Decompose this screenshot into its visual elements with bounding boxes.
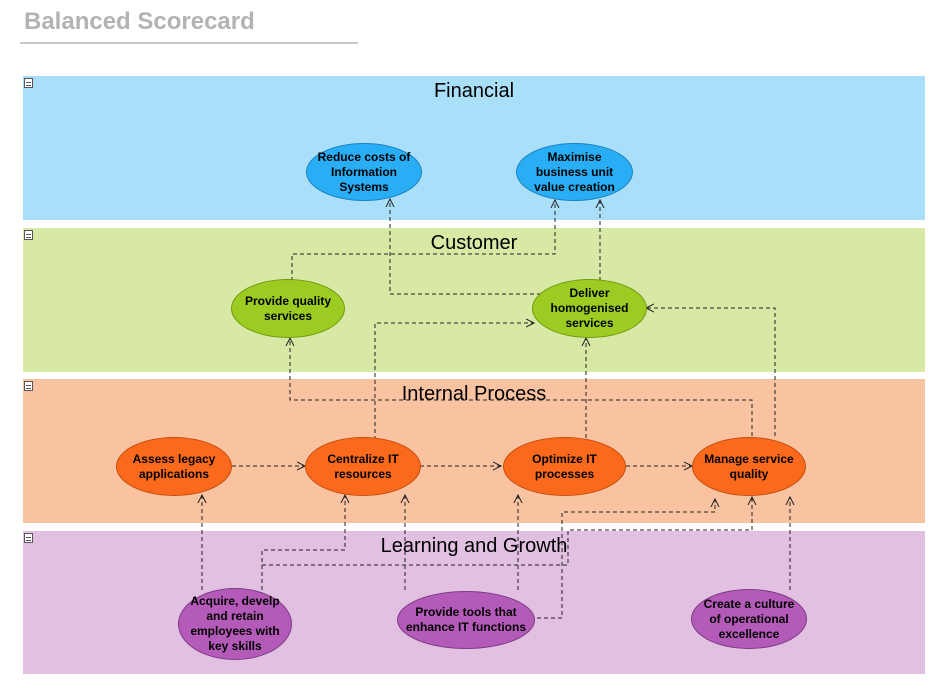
edge-acquire-to-centralize [261,495,345,590]
edge-acquire-to-manage [262,497,752,566]
node-assess-legacy[interactable]: Assess legacy applications [116,437,232,496]
edge-homogenised-to-reduce [390,199,562,295]
lane-title-customer: Customer [430,232,518,254]
node-optimize-it[interactable]: Optimize IT processes [503,437,626,496]
title-underline [20,42,358,44]
edge-centralize-to-homogenised [374,323,534,440]
note-icon[interactable] [24,533,33,543]
node-homogenised-services[interactable]: Deliver homogenised services [532,279,647,338]
node-maximise-value[interactable]: Maximise business unit value creation [516,143,633,201]
lane-title-learning-growth: Learning and Growth [380,535,568,557]
lane-title-financial: Financial [433,80,515,102]
edge-manage-to-homogenised [646,308,776,436]
diagram-title: Balanced Scorecard [24,8,255,35]
node-culture[interactable]: Create a culture of operational excellen… [691,589,807,649]
edge-manage-to-quality [290,338,753,436]
edge-tools-to-manage-left [530,499,715,619]
node-quality-services[interactable]: Provide quality services [231,279,345,338]
node-acquire-employees[interactable]: Acquire, develp and retain employees wit… [178,588,292,660]
note-icon[interactable] [24,381,33,391]
note-icon[interactable] [24,230,33,240]
node-provide-tools[interactable]: Provide tools that enhance IT functions [397,591,535,649]
node-reduce-costs[interactable]: Reduce costs of Information Systems [306,143,422,201]
node-manage-quality[interactable]: Manage service quality [692,437,806,496]
node-centralize-it[interactable]: Centralize IT resources [305,437,421,496]
lane-financial[interactable]: Financial [23,76,925,220]
edge-quality-to-maximise [291,200,555,281]
note-icon[interactable] [24,78,33,88]
